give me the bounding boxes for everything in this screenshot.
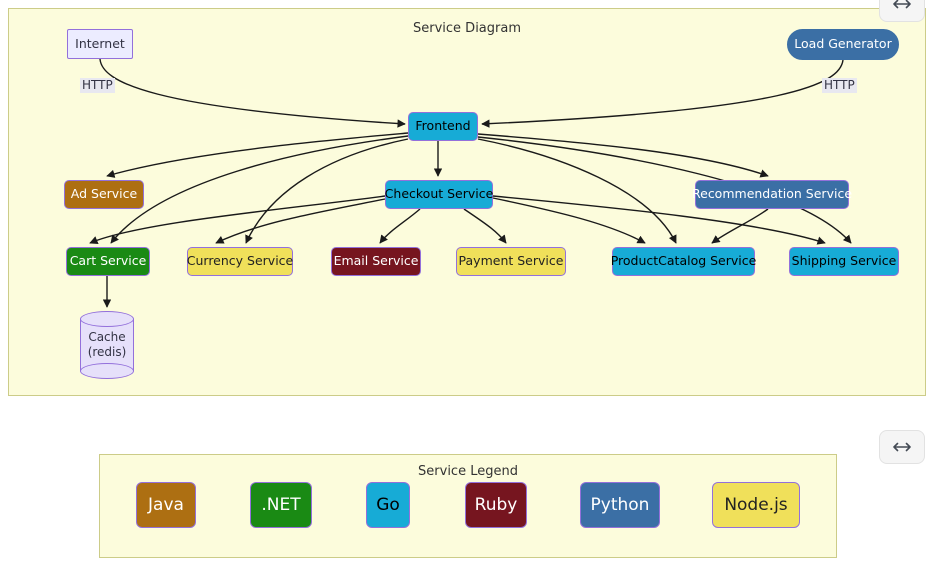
node-checkout-service-label: Checkout Service <box>384 186 494 202</box>
legend-title: Service Legend <box>418 464 518 479</box>
legend-chip-python[interactable]: Python <box>580 482 660 528</box>
legend-chip-dotnet-label: .NET <box>261 495 301 515</box>
legend-chip-python-label: Python <box>590 495 650 515</box>
legend-chip-java-label: Java <box>148 495 184 515</box>
node-cache-label-line1: Cache <box>88 330 126 344</box>
legend-chip-nodejs[interactable]: Node.js <box>712 482 800 528</box>
node-cart-service-label: Cart Service <box>69 253 147 269</box>
node-email-service-label: Email Service <box>333 253 419 269</box>
horizontal-resize-icon <box>893 440 911 454</box>
legend-chip-ruby-label: Ruby <box>474 495 518 515</box>
legend-chip-go[interactable]: Go <box>366 482 410 528</box>
node-load-generator[interactable]: Load Generator <box>787 29 899 60</box>
legend-chip-dotnet[interactable]: .NET <box>250 482 312 528</box>
node-recommendation-service[interactable]: Recommendation Service <box>692 180 853 209</box>
cylinder-top <box>80 311 134 327</box>
node-currency-service-label: Currency Service <box>186 253 294 269</box>
node-ad-service[interactable]: Ad Service <box>64 180 144 209</box>
node-recommendation-service-label: Recommendation Service <box>692 186 853 202</box>
node-checkout-service[interactable]: Checkout Service <box>385 180 493 209</box>
edge-label-internet-http: HTTP <box>80 78 115 94</box>
node-payment-service-label: Payment Service <box>458 253 564 269</box>
node-cache-label: Cache (redis) <box>80 330 134 360</box>
node-email-service[interactable]: Email Service <box>331 247 421 276</box>
cylinder-bottom <box>80 363 134 379</box>
node-shipping-service[interactable]: Shipping Service <box>789 247 899 276</box>
legend-resize-handle[interactable] <box>879 430 925 464</box>
diagram-title: Service Diagram <box>413 21 521 36</box>
node-frontend-label: Frontend <box>415 118 471 134</box>
node-shipping-service-label: Shipping Service <box>791 253 897 269</box>
node-internet[interactable]: Internet <box>67 29 133 59</box>
node-payment-service[interactable]: Payment Service <box>456 247 566 276</box>
node-cache-redis[interactable]: Cache (redis) <box>80 311 134 379</box>
node-productcatalog-service[interactable]: ProductCatalog Service <box>610 247 757 276</box>
legend-chip-go-label: Go <box>376 495 400 515</box>
node-cache-label-line2: (redis) <box>87 345 127 359</box>
node-currency-service[interactable]: Currency Service <box>187 247 293 276</box>
node-load-generator-label: Load Generator <box>794 36 892 52</box>
legend-chip-ruby[interactable]: Ruby <box>465 482 527 528</box>
node-ad-service-label: Ad Service <box>70 186 138 202</box>
legend-chip-java[interactable]: Java <box>136 482 196 528</box>
node-internet-label: Internet <box>75 35 125 51</box>
horizontal-resize-icon <box>893 0 911 11</box>
legend-chip-nodejs-label: Node.js <box>724 495 788 515</box>
node-cart-service[interactable]: Cart Service <box>66 247 150 276</box>
diagram-resize-handle-top[interactable] <box>879 0 925 22</box>
node-frontend[interactable]: Frontend <box>408 112 478 141</box>
edge-label-loadgenerator-http: HTTP <box>822 78 857 94</box>
node-productcatalog-service-label: ProductCatalog Service <box>610 253 757 269</box>
